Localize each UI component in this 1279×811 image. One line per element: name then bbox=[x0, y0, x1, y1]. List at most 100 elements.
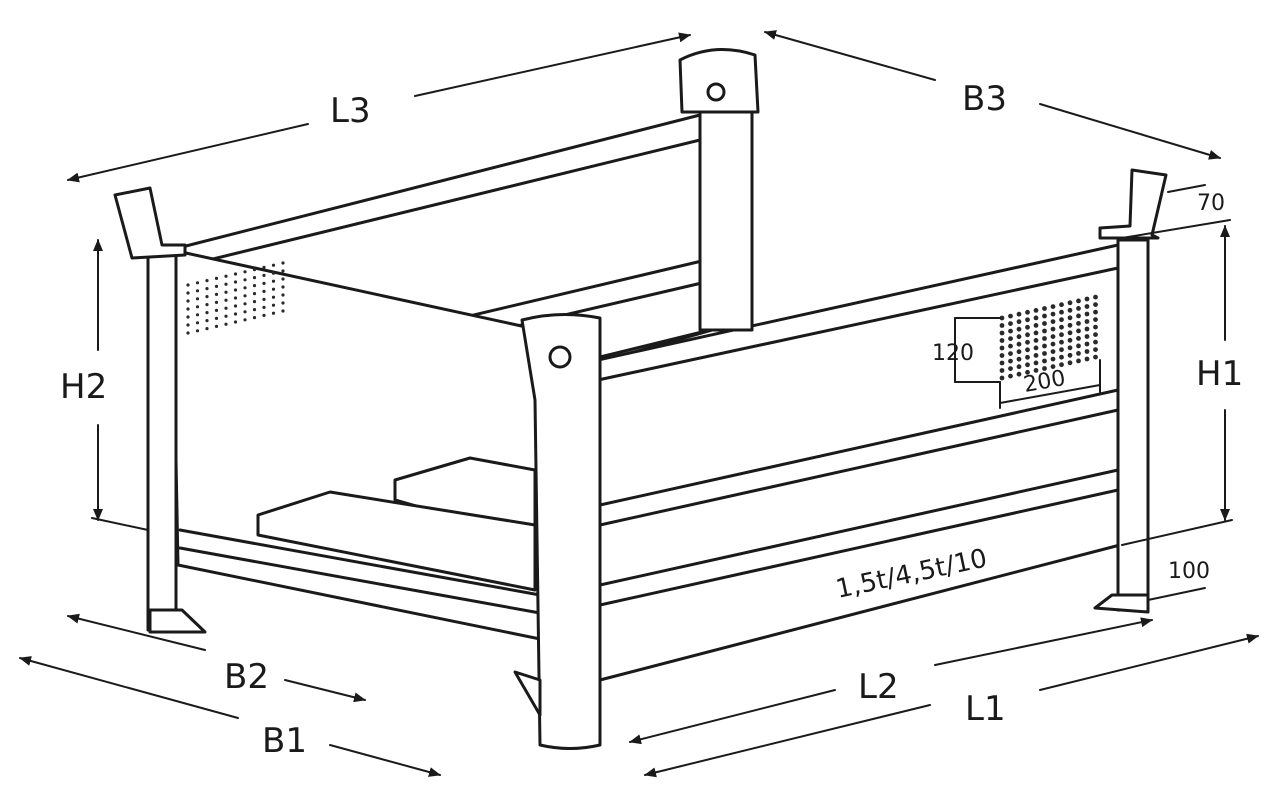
perforation-hole bbox=[1093, 309, 1098, 315]
perforation-hole bbox=[281, 285, 285, 289]
post-right bbox=[1093, 168, 1168, 614]
perforation-hole bbox=[214, 324, 219, 328]
perforation-hole bbox=[1016, 349, 1022, 355]
perforation-hole bbox=[1059, 309, 1064, 315]
perforation-hole bbox=[233, 272, 238, 276]
perforation-hole bbox=[271, 287, 276, 291]
perforation-hole bbox=[205, 303, 209, 307]
perforation-hole bbox=[252, 292, 257, 296]
label-l3: L3 bbox=[330, 91, 371, 131]
perforation-hole bbox=[252, 268, 257, 272]
perforation-hole bbox=[1059, 317, 1064, 323]
perforation-hole bbox=[214, 292, 219, 296]
perforation-hole bbox=[999, 345, 1005, 351]
perforation-hole bbox=[1076, 343, 1081, 349]
perforation-hole bbox=[195, 321, 200, 325]
perforation-hole bbox=[195, 297, 200, 301]
perforation-hole bbox=[1025, 309, 1030, 315]
perforation-hole bbox=[243, 270, 247, 274]
perforation-hole bbox=[1033, 330, 1039, 336]
perforation-hole bbox=[186, 331, 190, 335]
perforation-hole bbox=[224, 282, 228, 286]
perforation-hole bbox=[1008, 351, 1013, 356]
perforation-hole bbox=[1025, 347, 1030, 353]
perforation-hole bbox=[1084, 319, 1090, 324]
perforation-hole bbox=[262, 289, 266, 293]
perforation-hole bbox=[999, 360, 1005, 366]
perforation-hole bbox=[243, 286, 247, 290]
perforation-hole bbox=[1093, 324, 1098, 330]
perforation-hole bbox=[1033, 353, 1039, 358]
perforation-hole bbox=[1076, 298, 1081, 304]
label-l1: L1 bbox=[965, 689, 1006, 729]
perforation-hole bbox=[243, 302, 247, 306]
perforation-hole bbox=[1008, 373, 1013, 379]
perforation-hole bbox=[1042, 336, 1047, 341]
perforation-hole bbox=[1025, 369, 1030, 375]
perforation-hole bbox=[214, 276, 219, 280]
perforation-hole bbox=[271, 263, 276, 267]
label-h2: H2 bbox=[60, 367, 107, 407]
perforation-hole bbox=[1033, 368, 1039, 373]
perforation-hole bbox=[1025, 332, 1030, 338]
perforation-hole bbox=[1059, 339, 1064, 345]
label-b2: B2 bbox=[224, 657, 269, 697]
floor-board-front bbox=[256, 490, 537, 592]
perforation-hole bbox=[1016, 319, 1022, 325]
perforation-hole bbox=[1033, 308, 1039, 313]
perforation-hole bbox=[1008, 343, 1013, 349]
perforation-hole bbox=[1059, 302, 1064, 308]
perforation-hole bbox=[1025, 339, 1030, 345]
perforation-hole bbox=[1025, 354, 1030, 360]
perforation-hole bbox=[1050, 341, 1056, 347]
perforation-hole bbox=[1042, 306, 1047, 311]
perforation-hole bbox=[1050, 311, 1056, 317]
dimension-lines bbox=[19, 30, 1259, 778]
perforation-hole bbox=[1008, 366, 1013, 371]
perforation-hole bbox=[1076, 358, 1081, 364]
perforation-hole bbox=[205, 287, 209, 291]
perforation-hole bbox=[1016, 356, 1022, 362]
perforation-hole bbox=[1093, 354, 1098, 360]
perforation-hole bbox=[1059, 332, 1064, 338]
perforation-hole bbox=[252, 276, 257, 280]
perforation-hole bbox=[205, 295, 209, 299]
perforation-hole bbox=[1050, 356, 1056, 362]
perforation-hole bbox=[1067, 330, 1073, 336]
post-front bbox=[513, 312, 602, 750]
perforation-hole bbox=[186, 315, 190, 319]
perforation-hole bbox=[1076, 306, 1081, 311]
perforation-hole bbox=[195, 329, 200, 333]
perforation-hole bbox=[999, 368, 1005, 373]
perforation-hole bbox=[1093, 294, 1098, 300]
perforation-hole bbox=[1084, 304, 1090, 309]
perforation-hole bbox=[262, 305, 266, 309]
perforation-hole bbox=[1042, 343, 1047, 349]
perforation-hole bbox=[999, 338, 1005, 343]
perforation-hole bbox=[999, 375, 1005, 381]
perforation-hole bbox=[1067, 360, 1073, 366]
perforation-hole bbox=[1033, 338, 1039, 343]
perforation-hole bbox=[1042, 321, 1047, 326]
perforation-hole bbox=[262, 313, 266, 317]
perforation-hole bbox=[1093, 317, 1098, 322]
perforation-hole bbox=[1059, 324, 1064, 330]
perforation-hole bbox=[205, 327, 209, 331]
perforation-hole bbox=[1042, 366, 1047, 371]
perforation-hole bbox=[1093, 339, 1098, 345]
perforation-hole bbox=[243, 278, 247, 282]
label-b3: B3 bbox=[962, 79, 1007, 119]
perforation-hole bbox=[1059, 347, 1064, 353]
perforation-hole bbox=[205, 319, 209, 323]
perforation-rear bbox=[186, 261, 285, 335]
perforation-hole bbox=[243, 294, 247, 298]
perforation-hole bbox=[999, 315, 1005, 321]
label-100: 100 bbox=[1168, 559, 1210, 584]
label-b1: B1 bbox=[262, 721, 307, 761]
perforation-hole bbox=[281, 261, 285, 265]
perforation-hole bbox=[1016, 326, 1022, 332]
perforation-hole bbox=[1084, 341, 1090, 347]
perforation-hole bbox=[1067, 345, 1073, 351]
perforation-hole bbox=[233, 320, 238, 324]
